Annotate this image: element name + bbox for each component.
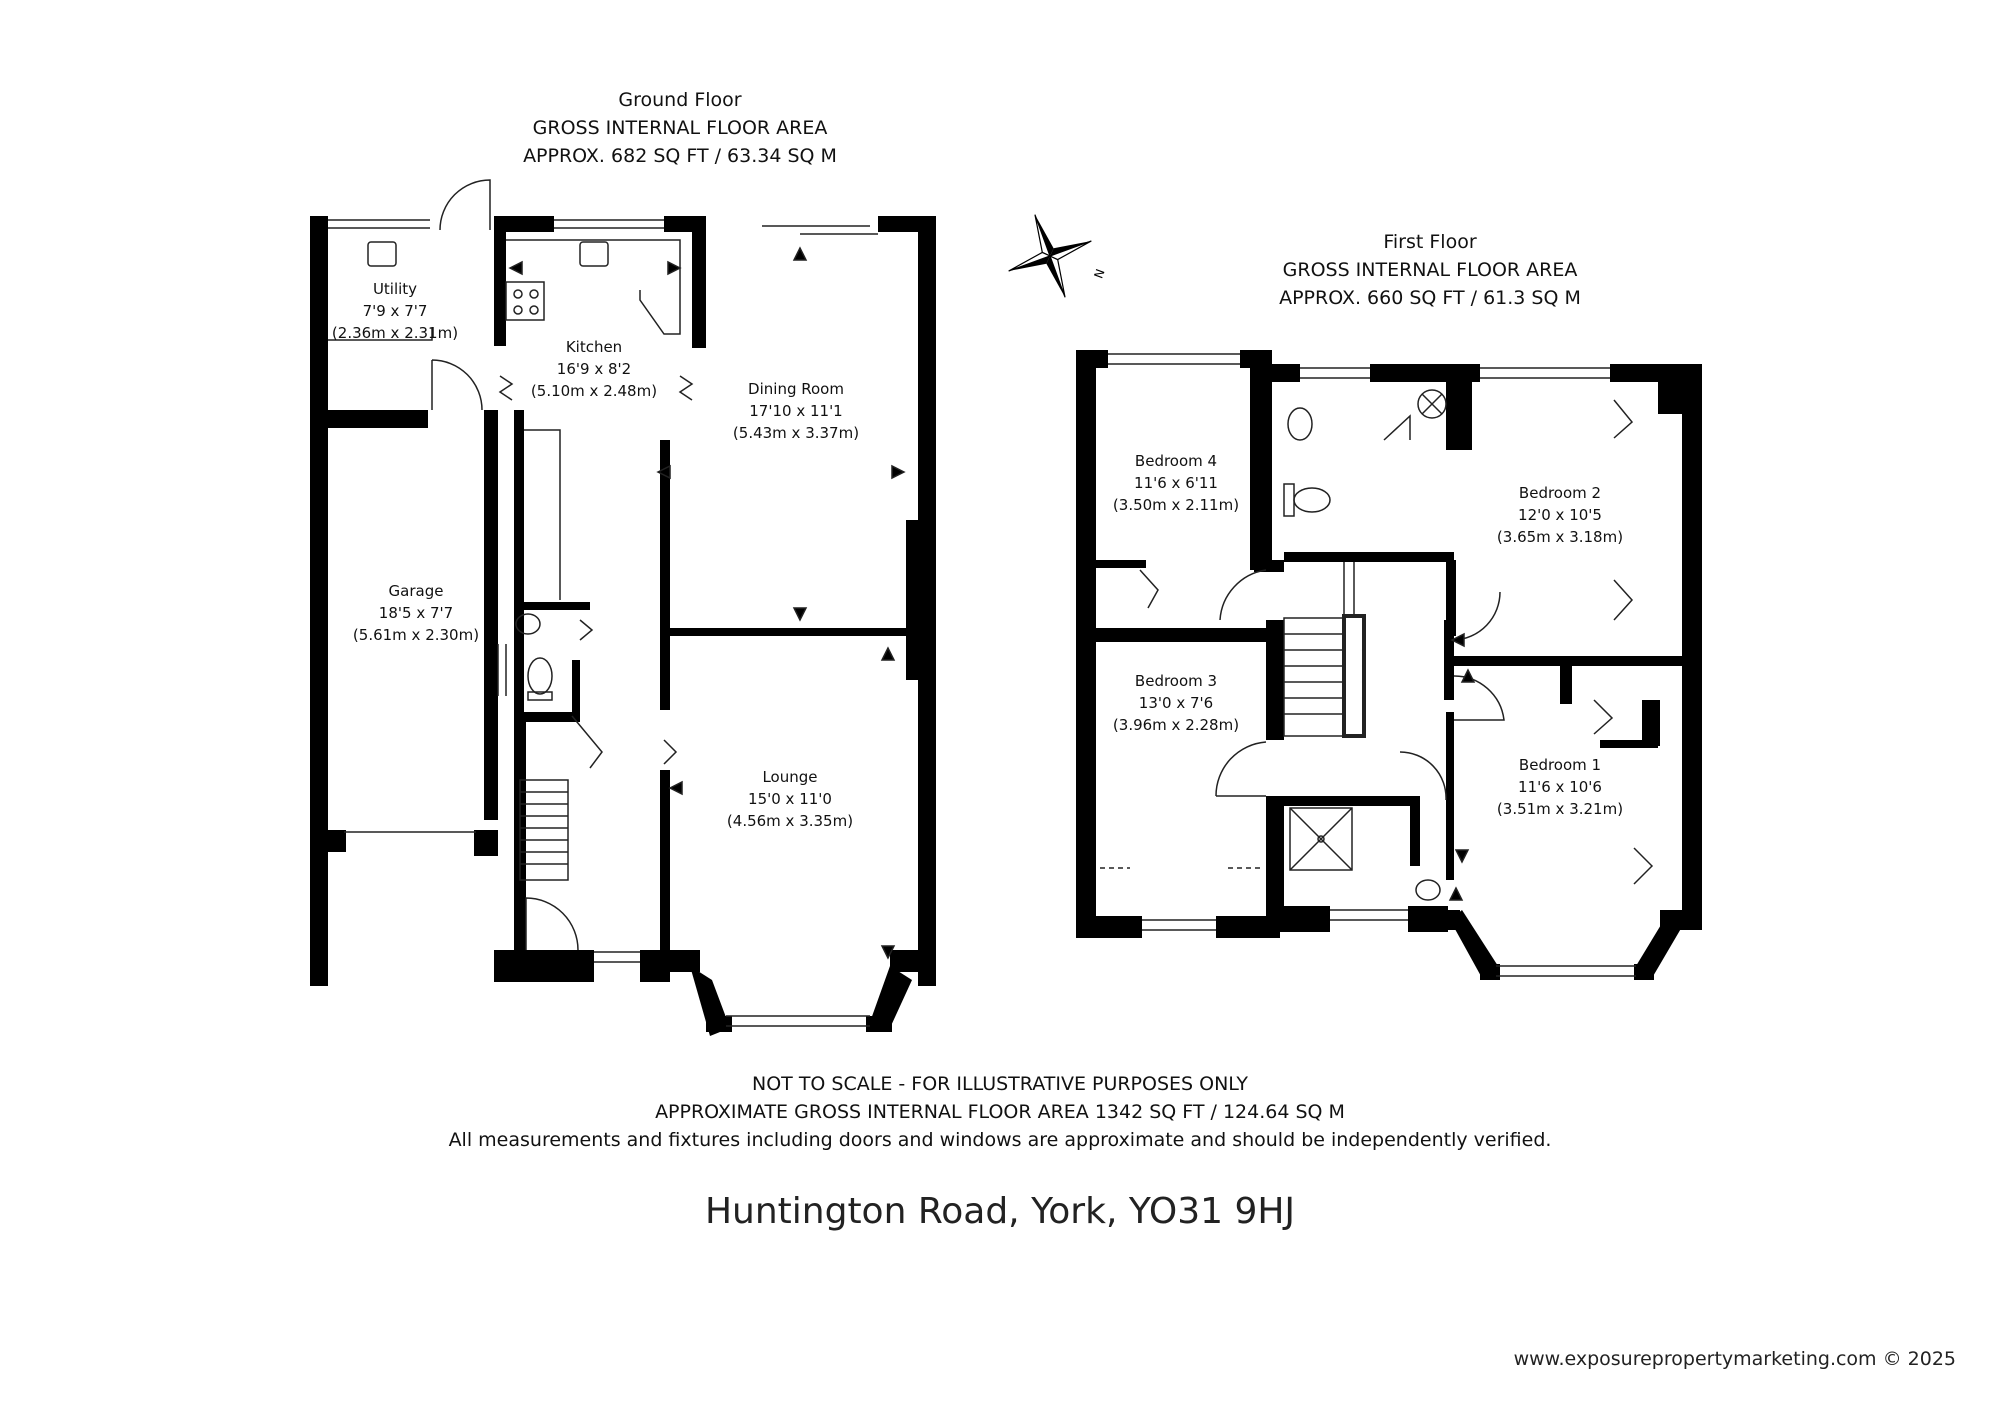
- ground-floor-area: APPROX. 682 SQ FT / 63.34 SQ M: [523, 145, 837, 167]
- first-floor-room-labels: Bedroom 4 11'6 x 6'11 (3.50m x 2.11m) Be…: [1113, 452, 1623, 818]
- garage-label: Garage: [389, 582, 444, 600]
- bedroom-1-label: Bedroom 1: [1519, 756, 1601, 774]
- property-address: Huntington Road, York, YO31 9HJ: [704, 1191, 1296, 1232]
- kitchen-metric: (5.10m x 2.48m): [531, 382, 657, 400]
- kitchen-label: Kitchen: [566, 338, 622, 356]
- disclaimer-text: NOT TO SCALE - FOR ILLUSTRATIVE PURPOSES…: [752, 1073, 1248, 1095]
- bedroom-4-imperial: 11'6 x 6'11: [1134, 474, 1218, 492]
- ground-floor-room-labels: Utility 7'9 x 7'7 (2.36m x 2.31m) Kitche…: [332, 280, 859, 830]
- bedroom-4-metric: (3.50m x 2.11m): [1113, 496, 1239, 514]
- total-area-text: APPROXIMATE GROSS INTERNAL FLOOR AREA 13…: [655, 1101, 1345, 1123]
- first-floor-lines: [1100, 353, 1654, 977]
- credit-link[interactable]: www.exposurepropertymarketing.com © 2025: [1513, 1348, 1956, 1370]
- first-floor-name: First Floor: [1383, 231, 1477, 253]
- ground-floor-plan: Utility 7'9 x 7'7 (2.36m x 2.31m) Kitche…: [310, 179, 936, 1036]
- compass-north-label: N: [1091, 267, 1107, 280]
- lounge-label: Lounge: [762, 768, 817, 786]
- ground-floor-lines: [328, 179, 906, 1027]
- garage-imperial: 18'5 x 7'7: [379, 604, 453, 622]
- lounge-metric: (4.56m x 3.35m): [727, 812, 853, 830]
- bedroom-2-imperial: 12'0 x 10'5: [1518, 506, 1602, 524]
- bedroom-3-label: Bedroom 3: [1135, 672, 1217, 690]
- bedroom-1-metric: (3.51m x 3.21m): [1497, 800, 1623, 818]
- bedroom-4-label: Bedroom 4: [1135, 452, 1217, 470]
- kitchen-imperial: 16'9 x 8'2: [557, 360, 631, 378]
- dining-room-metric: (5.43m x 3.37m): [733, 424, 859, 442]
- dining-room-imperial: 17'10 x 11'1: [749, 402, 842, 420]
- ground-floor-walls: [310, 216, 936, 1036]
- bedroom-2-label: Bedroom 2: [1519, 484, 1601, 502]
- first-floor-title: First Floor GROSS INTERNAL FLOOR AREA AP…: [1230, 228, 1630, 312]
- utility-metric: (2.36m x 2.31m): [332, 324, 458, 342]
- first-floor-area: APPROX. 660 SQ FT / 61.3 SQ M: [1279, 287, 1581, 309]
- utility-imperial: 7'9 x 7'7: [363, 302, 428, 320]
- first-floor-walls: [1076, 350, 1702, 980]
- first-floor-area-heading: GROSS INTERNAL FLOOR AREA: [1282, 259, 1578, 281]
- bedroom-3-imperial: 13'0 x 7'6: [1139, 694, 1213, 712]
- utility-label: Utility: [373, 280, 417, 298]
- footer-notes: NOT TO SCALE - FOR ILLUSTRATIVE PURPOSES…: [0, 1070, 2000, 1154]
- ground-floor-title: Ground Floor GROSS INTERNAL FLOOR AREA A…: [480, 86, 880, 170]
- lounge-imperial: 15'0 x 11'0: [748, 790, 832, 808]
- first-floor-plan: Bedroom 4 11'6 x 6'11 (3.50m x 2.11m) Be…: [1076, 350, 1702, 980]
- ground-floor-area-heading: GROSS INTERNAL FLOOR AREA: [532, 117, 828, 139]
- ground-floor-name: Ground Floor: [618, 89, 742, 111]
- compass-rose-icon: [1008, 214, 1092, 298]
- garage-metric: (5.61m x 2.30m): [353, 626, 479, 644]
- bedroom-3-metric: (3.96m x 2.28m): [1113, 716, 1239, 734]
- bedroom-1-imperial: 11'6 x 10'6: [1518, 778, 1602, 796]
- dining-room-label: Dining Room: [748, 380, 844, 398]
- bedroom-2-metric: (3.65m x 3.18m): [1497, 528, 1623, 546]
- verification-note: All measurements and fixtures including …: [448, 1129, 1552, 1151]
